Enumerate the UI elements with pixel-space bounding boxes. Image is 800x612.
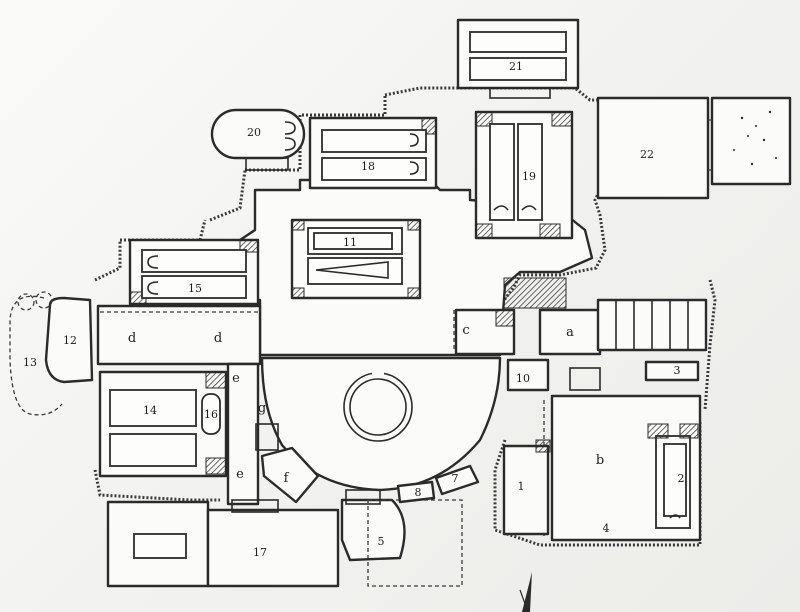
label-area-f: f [284, 471, 290, 486]
room-18-tombs [308, 116, 438, 190]
label-room-10: 10 [516, 372, 530, 385]
room-14-16 [98, 370, 228, 478]
label-area-b: b [596, 453, 604, 468]
room-21 [456, 18, 580, 99]
west-corridor [226, 362, 320, 506]
room-19-tombs [474, 110, 574, 240]
label-room-13: 13 [23, 356, 37, 369]
east-complex [543, 360, 702, 542]
room-12-13 [9, 291, 94, 416]
north-arrow [519, 572, 532, 612]
label-area-c: c [462, 323, 469, 338]
room-17 [106, 499, 340, 588]
label-area-d-left: d [128, 331, 136, 346]
label-room-3: 3 [674, 364, 681, 377]
label-area-e-upper: e [232, 371, 240, 386]
apse-niches [396, 464, 480, 504]
label-room-4: 4 [603, 522, 610, 535]
label-room-22: 22 [640, 148, 654, 161]
label-room-1: 1 [518, 480, 525, 493]
label-room-18: 18 [361, 160, 375, 173]
room-20 [210, 108, 306, 171]
room-22 [596, 96, 792, 200]
debris-dots [733, 110, 777, 166]
label-room-17: 17 [253, 546, 267, 559]
label-room-16: 16 [204, 408, 218, 421]
room-labels: 1 2 3 4 5 7 8 10 11 12 13 14 16 15 17 18… [23, 60, 685, 559]
label-room-14: 14 [143, 404, 157, 417]
label-room-5: 5 [378, 535, 385, 548]
room-1 [502, 439, 551, 536]
label-area-g: g [258, 401, 266, 416]
label-room-20: 20 [247, 126, 261, 139]
area-labels: a b c d d e e f g [128, 323, 604, 486]
label-room-21: 21 [509, 60, 523, 73]
label-area-a: a [566, 325, 574, 340]
room-15-tombs [128, 238, 260, 306]
room-11-tombs [290, 218, 422, 300]
label-area-d-right: d [214, 331, 222, 346]
room-5 [340, 489, 463, 587]
left-hall [96, 304, 262, 366]
label-room-19: 19 [522, 170, 536, 183]
east-passage [453, 277, 708, 392]
label-room-11: 11 [343, 236, 357, 249]
label-room-15: 15 [188, 282, 202, 295]
label-room-8: 8 [415, 486, 422, 499]
label-area-e-lower: e [236, 467, 244, 482]
label-room-2: 2 [678, 472, 685, 485]
label-room-7: 7 [452, 472, 459, 485]
label-room-12: 12 [63, 334, 77, 347]
